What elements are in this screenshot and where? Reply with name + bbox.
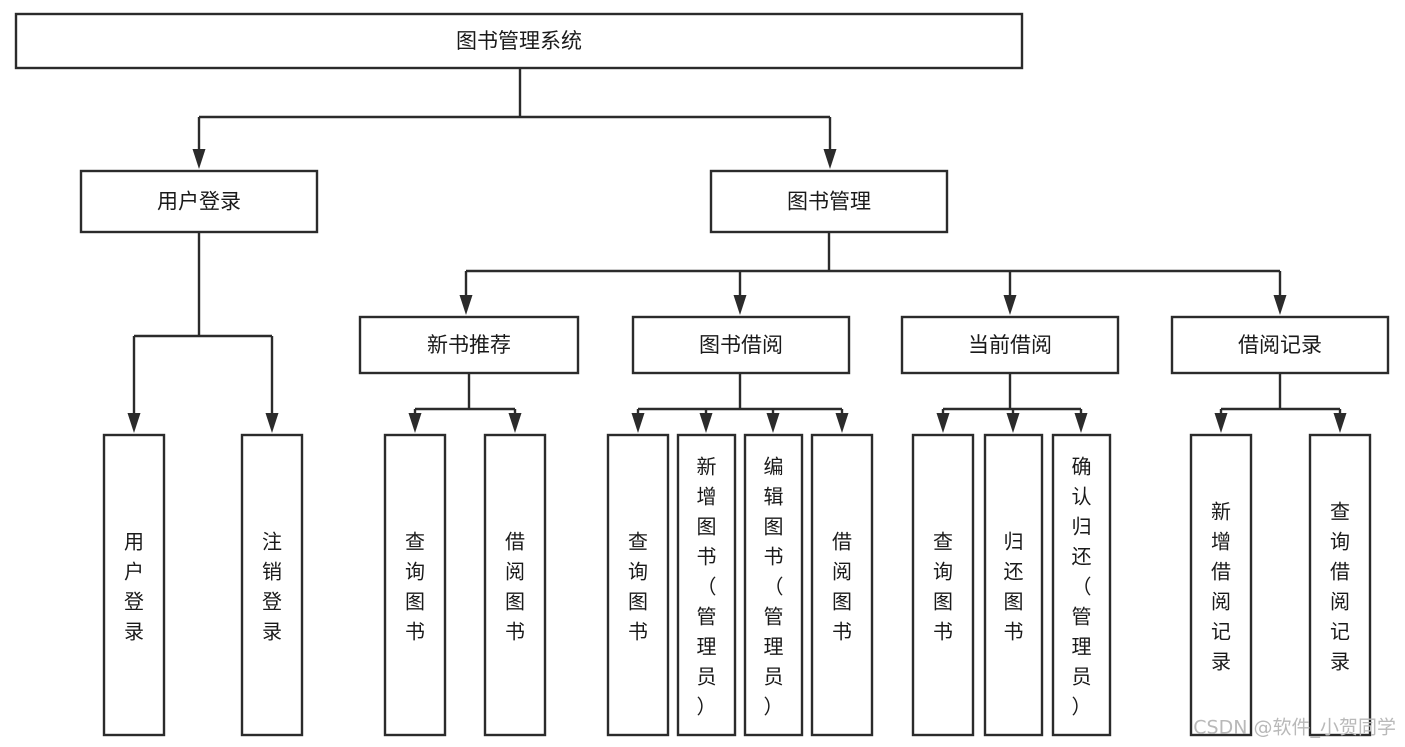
node-book-borrow[interactable]: 图书借阅 xyxy=(631,315,851,375)
connector-edge-user-login-leaf1 xyxy=(127,336,141,433)
node-leaf-user-logout[interactable]: 注销登录 xyxy=(240,433,304,737)
node-label: 借阅图书 xyxy=(832,529,852,643)
connector-edge-nbr-leaf2 xyxy=(508,409,522,433)
node-label: 借阅记录 xyxy=(1238,333,1322,357)
node-leaf-add-book[interactable]: 新增图书（管理员） xyxy=(676,433,737,737)
node-label: 查询图书 xyxy=(405,529,425,643)
node-label: 图书管理 xyxy=(787,190,871,214)
node-label: 查询图书 xyxy=(628,529,648,643)
connector-edge-root-book-management xyxy=(823,117,837,169)
node-leaf-borrow-book-recommend[interactable]: 借阅图书 xyxy=(483,433,547,737)
node-label: 查询借阅记录 xyxy=(1330,499,1350,673)
connector-edge-bb-leaf2 xyxy=(699,409,713,433)
connector-edge-root-user-login xyxy=(192,117,206,169)
connector-edge-bb-leaf1 xyxy=(631,409,645,433)
node-new-book-recommend[interactable]: 新书推荐 xyxy=(358,315,580,375)
node-leaf-edit-book[interactable]: 编辑图书（管理员） xyxy=(743,433,804,737)
connector-edge-bb-leaf3 xyxy=(766,409,780,433)
connector-edge-cb-leaf2 xyxy=(1006,409,1020,433)
node-label: 用户登录 xyxy=(157,190,241,214)
node-label: 新增图书（管理员） xyxy=(697,454,717,718)
node-leaf-confirm-return[interactable]: 确认归还（管理员） xyxy=(1051,433,1112,737)
node-leaf-query-book-recommend[interactable]: 查询图书 xyxy=(383,433,447,737)
node-leaf-query-borrow-record[interactable]: 查询借阅记录 xyxy=(1308,433,1372,737)
connector-edge-bm-borrow-record xyxy=(1273,271,1287,315)
node-current-borrow[interactable]: 当前借阅 xyxy=(900,315,1120,375)
node-book-management[interactable]: 图书管理 xyxy=(709,169,949,234)
node-leaf-query-book-current[interactable]: 查询图书 xyxy=(911,433,975,737)
connector-edge-bb-leaf4 xyxy=(835,409,849,433)
node-leaf-add-borrow-record[interactable]: 新增借阅记录 xyxy=(1189,433,1253,737)
node-label: 图书借阅 xyxy=(699,333,783,357)
node-leaf-return-book[interactable]: 归还图书 xyxy=(983,433,1044,737)
connector-edge-nbr-leaf1 xyxy=(408,409,422,433)
connector-edge-bm-book-borrow xyxy=(733,271,747,315)
connector-edge-cb-leaf3 xyxy=(1074,409,1088,433)
node-leaf-query-book-borrow[interactable]: 查询图书 xyxy=(606,433,670,737)
node-layer: 图书管理系统用户登录图书管理新书推荐图书借阅当前借阅借阅记录用户登录注销登录查询… xyxy=(14,12,1390,737)
csdn-watermark: CSDN @软件_小贺同学 xyxy=(1193,717,1396,739)
node-user-login[interactable]: 用户登录 xyxy=(79,169,319,234)
node-label: 确认归还（管理员） xyxy=(1072,454,1092,718)
node-label: 编辑图书（管理员） xyxy=(764,454,784,718)
node-label: 当前借阅 xyxy=(968,333,1052,357)
node-root[interactable]: 图书管理系统 xyxy=(14,12,1024,70)
node-leaf-borrow-book[interactable]: 借阅图书 xyxy=(810,433,874,737)
connector-edge-bm-current-borrow xyxy=(1003,271,1017,315)
connector-edge-bm-new-book xyxy=(459,271,473,315)
node-label: 用户登录 xyxy=(124,529,144,643)
connector-edge-user-login-leaf2 xyxy=(265,336,279,433)
node-label: 图书管理系统 xyxy=(456,29,582,53)
connector-edge-br-leaf2 xyxy=(1333,409,1347,433)
connector-edge-br-leaf1 xyxy=(1214,409,1228,433)
node-label: 注销登录 xyxy=(262,529,282,643)
connector-layer xyxy=(127,68,1347,433)
node-leaf-user-login[interactable]: 用户登录 xyxy=(102,433,166,737)
connector-edge-cb-leaf1 xyxy=(936,409,950,433)
node-label: 借阅图书 xyxy=(505,529,525,643)
node-label: 查询图书 xyxy=(933,529,953,643)
node-borrow-record[interactable]: 借阅记录 xyxy=(1170,315,1390,375)
node-label: 新书推荐 xyxy=(427,333,511,357)
node-label: 归还图书 xyxy=(1004,529,1024,643)
node-label: 新增借阅记录 xyxy=(1211,499,1231,673)
